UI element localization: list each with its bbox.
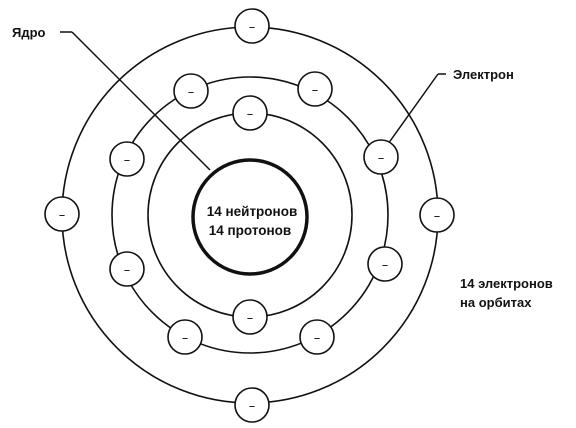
svg-text:–: – [124,263,131,278]
electron: – [298,72,332,106]
electron: – [368,247,402,281]
electron: – [174,74,208,108]
svg-text:–: – [434,209,441,224]
svg-text:–: – [249,399,256,414]
svg-text:–: – [182,331,189,346]
svg-text:–: – [314,331,321,346]
nucleus-protons-label: 14 протонов [209,223,291,238]
electron-label: Электрон [453,67,514,82]
electron: – [233,96,267,130]
electron: – [45,197,79,231]
electron: – [364,140,398,174]
electron: – [233,300,267,334]
nucleus-label: Ядро [12,25,46,40]
electron: – [110,142,144,176]
svg-text:–: – [382,258,389,273]
electron: – [300,320,334,354]
svg-text:–: – [59,208,66,223]
electron: – [168,320,202,354]
svg-text:–: – [188,85,195,100]
electron: – [235,388,269,422]
svg-text:–: – [247,311,254,326]
svg-text:–: – [312,83,319,98]
electron-orbit-label: на орбитах [460,295,532,310]
electron: – [235,9,269,43]
electron-count-label: 14 электронов [460,276,553,291]
nucleus-neutrons-label: 14 нейтронов [207,204,298,219]
svg-text:–: – [249,20,256,35]
svg-text:–: – [247,107,254,122]
electron-pointer-line [388,74,438,144]
svg-text:–: – [378,151,385,166]
svg-text:–: – [124,153,131,168]
electron: – [420,198,454,232]
electron: – [110,252,144,286]
